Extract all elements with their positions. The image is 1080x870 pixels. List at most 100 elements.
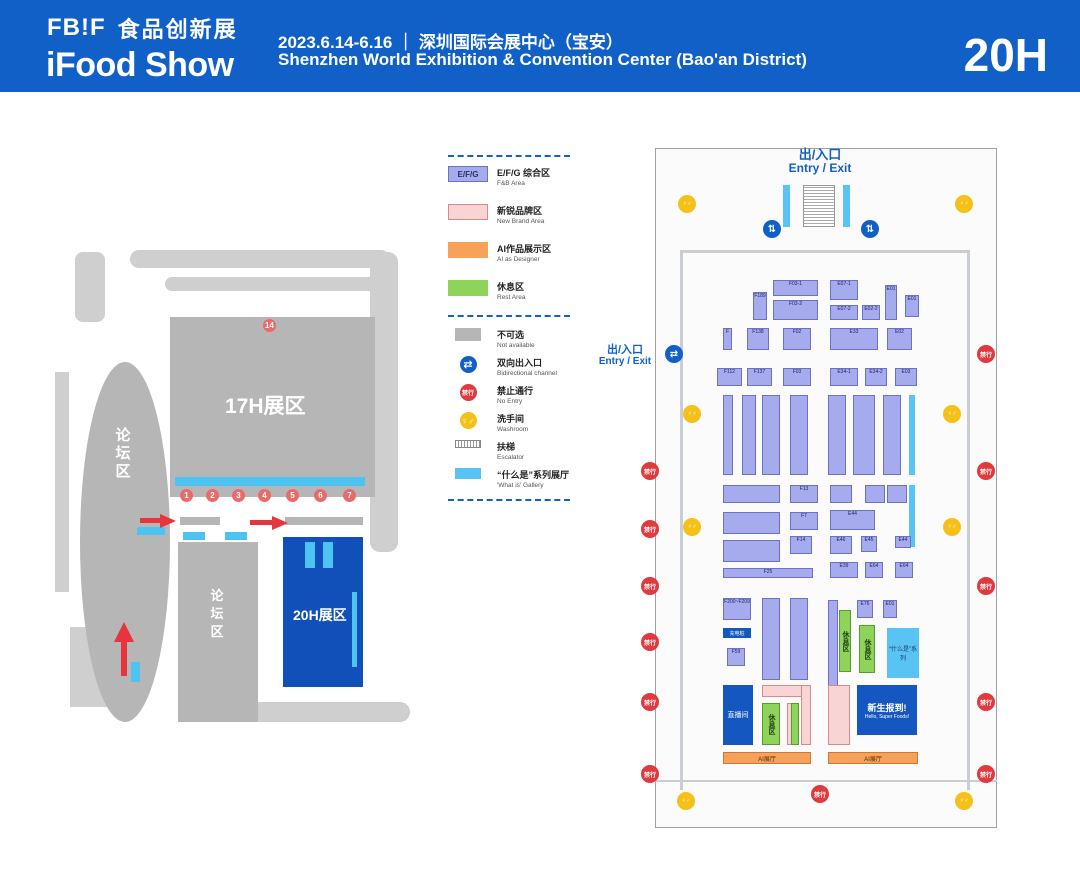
gallery-strip xyxy=(183,532,205,540)
route-arrow-head xyxy=(114,622,134,642)
wall xyxy=(680,250,683,790)
booth-block xyxy=(853,395,875,475)
legend-item-fb-area: E/F/G E/F/G 综合区 F&B Area xyxy=(448,166,570,195)
no-entry-icon: 禁行 xyxy=(977,765,995,783)
booth-block xyxy=(723,512,780,534)
booth: F03-2 xyxy=(773,300,818,320)
booth: E39 xyxy=(830,562,858,578)
booth: E07-2 xyxy=(830,305,858,320)
legend-item-no-entry: 禁行 禁止通行 No Entry xyxy=(448,384,570,405)
route-arrow xyxy=(140,518,160,523)
no-entry-icon: 禁行 xyxy=(977,462,995,480)
gate-number: 1 xyxy=(180,489,193,502)
no-entry-icon: 禁行 xyxy=(641,577,659,595)
gallery-strip xyxy=(131,662,140,682)
ai-hall-right: AI展厅 xyxy=(828,752,918,764)
booth: E64 xyxy=(895,562,913,578)
washroom-icon: ♀♂ xyxy=(943,405,961,423)
road-block xyxy=(75,252,105,322)
booth: F14 xyxy=(790,536,812,554)
forum-area-mid xyxy=(178,542,258,722)
booth: F59 xyxy=(727,648,745,666)
legend-item-escalator: 扶梯 Escalator xyxy=(448,440,570,461)
booth-block xyxy=(742,395,756,475)
washroom-icon: ♀♂ xyxy=(943,518,961,536)
gallery-strip xyxy=(323,542,333,568)
hall-number: 20H xyxy=(963,29,1048,81)
charging-station: 充电桩 xyxy=(723,628,751,638)
booth-block xyxy=(762,395,780,475)
booth-block xyxy=(723,485,780,503)
booth: F02 xyxy=(783,328,811,350)
legend-item-gallery: “什么是”系列展厅 'What is' Gallery xyxy=(448,468,570,489)
ai-hall-left: AI展厅 xyxy=(723,752,811,764)
gate-number-top: 14 xyxy=(263,319,276,332)
booth: F03-1 xyxy=(773,280,818,296)
booth-block xyxy=(865,485,885,503)
booth-block xyxy=(790,598,808,680)
booth-block xyxy=(723,395,733,475)
washroom-icon: ♀♂ xyxy=(678,195,696,213)
no-entry-icon: 禁行 xyxy=(641,462,659,480)
new-brand-swatch xyxy=(448,204,488,220)
hall-20h-label: 20H展区 xyxy=(293,607,347,623)
bidirectional-icon: ⇄ xyxy=(459,356,477,373)
route-arrow xyxy=(121,640,127,676)
rest-area-swatch xyxy=(448,280,488,296)
booth: F200~F209 xyxy=(723,598,751,620)
no-entry-icon: 禁行 xyxy=(641,520,659,538)
new-brand-hall: 新生报到! Hello, Super Foods! xyxy=(857,685,917,735)
booth-block xyxy=(762,598,780,680)
entry-left-label: 出/入口 Entry / Exit xyxy=(598,344,652,368)
booth-block xyxy=(830,485,852,503)
bidirectional-icon: ⇄ xyxy=(665,345,683,363)
legend-item-washroom: ♀♂ 洗手间 Washroom xyxy=(459,412,529,433)
no-entry-icon: 禁行 xyxy=(811,785,829,803)
legend-divider xyxy=(448,315,570,317)
gate-number: 6 xyxy=(314,489,327,502)
wall xyxy=(655,780,997,782)
booth: F7 xyxy=(790,512,818,530)
booth: E64 xyxy=(865,562,883,578)
building-outline xyxy=(655,148,997,828)
gate-number: 2 xyxy=(206,489,219,502)
event-date-venue: 2023.6.14-6.16 ｜ 深圳国际会展中心（宝安） xyxy=(278,33,623,52)
rest-area xyxy=(791,703,799,745)
forum-label-mid: 论坛区 xyxy=(210,588,224,639)
floor-plan-20h: 出/入口 Entry / Exit ⇅ ⇅ 出/入口 Entry / Exit … xyxy=(599,140,1015,835)
forum-label-left: 论坛区 xyxy=(115,427,131,480)
booth: E07-1 xyxy=(830,280,858,300)
booth: E02 xyxy=(887,328,912,350)
booth-block xyxy=(790,395,808,475)
booth: E01 xyxy=(885,285,897,320)
corridor xyxy=(323,517,363,525)
bidirectional-icon: ⇅ xyxy=(861,220,879,238)
legend-item-bidirectional: ⇄ 双向出入口 Bidirectional channel xyxy=(448,356,570,377)
fb-area-swatch: E/F/G xyxy=(448,166,488,182)
legend-item-new-brand: 新锐品牌区 New Brand Area xyxy=(448,204,570,233)
no-entry-icon: 禁行 xyxy=(977,345,995,363)
new-brand-booth xyxy=(801,685,811,745)
corridor xyxy=(180,517,220,525)
hall-17h xyxy=(170,317,375,497)
escalator-icon xyxy=(803,185,835,227)
route-arrow-head xyxy=(160,514,176,528)
header-banner: FB!F 食品创新展 iFood Show 2023.6.14-6.16 ｜ 深… xyxy=(0,0,1080,92)
legend-item-not-available: 不可选 Not available xyxy=(448,328,570,349)
gallery-strip xyxy=(352,592,357,667)
legend-divider xyxy=(448,155,570,157)
washroom-icon: ♀♂ xyxy=(459,412,477,429)
legend: E/F/G E/F/G 综合区 F&B Area 新锐品牌区 New Brand… xyxy=(448,155,570,501)
gallery-strip xyxy=(225,532,247,540)
gallery-hall: “什么是”系列 xyxy=(887,628,919,678)
gallery-swatch xyxy=(455,468,481,479)
no-entry-icon: 禁行 xyxy=(459,384,477,401)
booth: E44 xyxy=(830,510,875,530)
corridor xyxy=(285,517,325,525)
rest-area: 休息区 xyxy=(839,610,851,672)
bidirectional-icon: ⇅ xyxy=(763,220,781,238)
gallery-strip xyxy=(783,185,790,227)
washroom-icon: ♀♂ xyxy=(955,792,973,810)
no-entry-icon: 禁行 xyxy=(641,693,659,711)
legend-item-rest-area: 休息区 Rest Area xyxy=(448,280,570,309)
